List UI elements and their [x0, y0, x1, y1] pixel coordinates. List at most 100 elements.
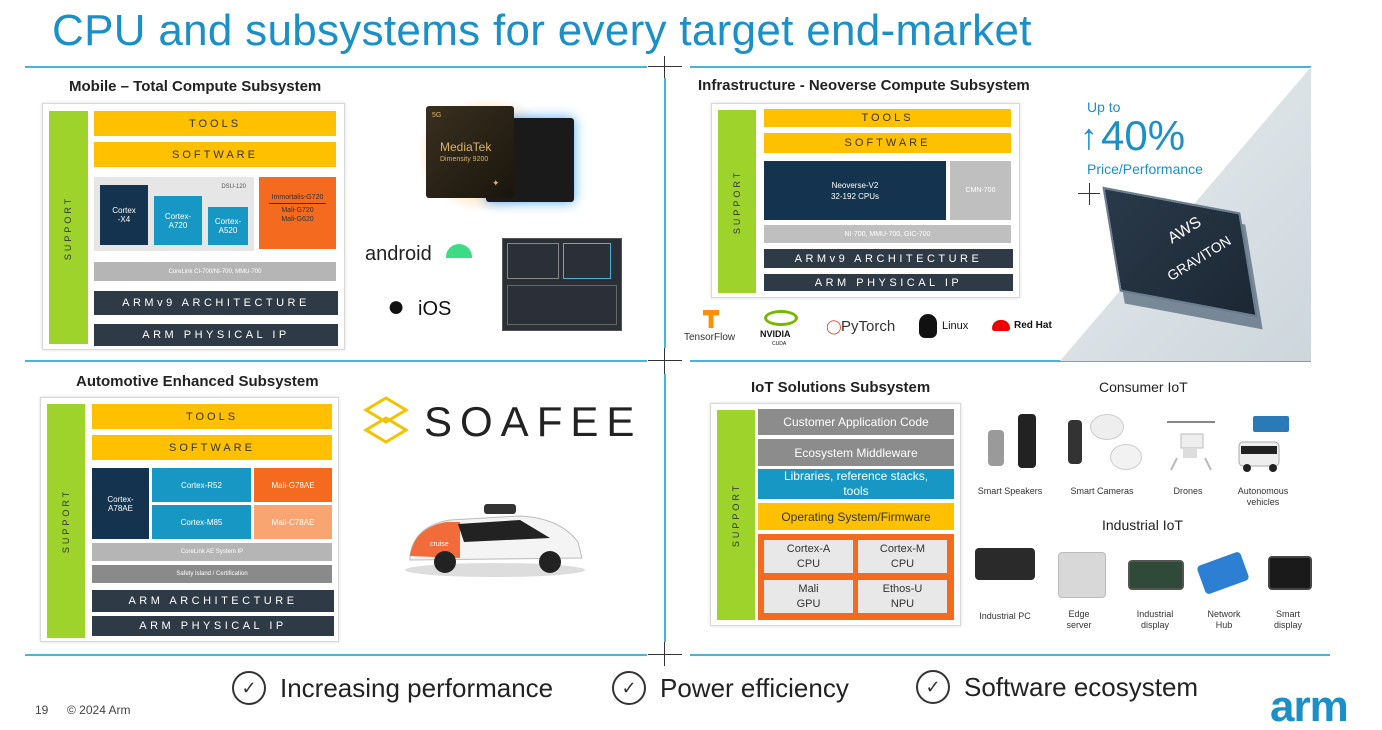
diagram-block	[507, 243, 559, 279]
up-arrow-icon: ↑	[1080, 116, 1098, 157]
divider-bottom-right	[690, 654, 1330, 656]
copyright: © 2024 Arm	[67, 703, 131, 717]
device-label: Smart display	[1273, 609, 1302, 630]
gpu-divider	[269, 203, 326, 204]
cortex-m85-block: Cortex-M85	[152, 505, 251, 539]
divider-mid-left	[25, 360, 647, 362]
software-bar: SOFTWARE	[92, 435, 332, 460]
chip-brand: MediaTek	[440, 140, 492, 154]
cortex-x4-block: Cortex -X4	[100, 185, 148, 245]
android-icon	[446, 244, 472, 258]
diagram-block	[563, 243, 611, 279]
libraries-bar: Libraries, reference stacks, tools	[758, 469, 954, 499]
cortex-a520-block: Cortex- A520	[208, 207, 248, 245]
autonomous-vehicle-image	[1235, 414, 1295, 474]
divider-mid-right	[690, 360, 1311, 362]
linux-tux-icon	[919, 314, 937, 338]
cortex-m-block: Cortex-M CPU	[858, 540, 947, 573]
soafee-icon	[362, 396, 410, 444]
percent-value: 40%	[1101, 112, 1186, 159]
smart-speaker-image	[988, 430, 1004, 466]
infra-section-title: Infrastructure - Neoverse Compute Subsys…	[698, 77, 1030, 94]
nvidia-logo: NVIDIA	[760, 329, 791, 339]
mediatek-chip: 5G MediaTek Dimensity 9200 ✦	[426, 106, 514, 198]
mediatek-logo-icon: ✦	[492, 178, 500, 188]
industrial-iot-title: Industrial IoT	[1102, 517, 1183, 533]
software-bar: SOFTWARE	[94, 142, 336, 167]
device-label: Network Hub	[1207, 609, 1241, 630]
nvidia-icon	[764, 310, 798, 326]
immortalis-label: Immortalis-G720	[271, 194, 324, 201]
check-circle-icon: ✓	[916, 670, 950, 704]
support-bar: SUPPORT	[47, 404, 85, 638]
cpu-cluster: DSU-120 Cortex -X4 Cortex- A720 Cortex- …	[94, 177, 254, 251]
device-label: Smart Speakers	[977, 486, 1043, 496]
gpu-block: Immortalis-G720 Mali-G720 Mali-G620	[259, 177, 336, 249]
divider-bottom-left	[25, 654, 647, 656]
cuda-logo: CUDA	[772, 341, 787, 347]
support-bar: SUPPORT	[718, 110, 756, 293]
mobile-stack: SUPPORT TOOLS SOFTWARE DSU-120 Cortex -X…	[42, 103, 345, 350]
ios-logo: iOS	[418, 298, 452, 320]
crosshair-mark	[648, 360, 682, 361]
middleware-bar: Ecosystem Middleware	[758, 439, 954, 466]
redhat-logo: Red Hat	[1014, 320, 1052, 331]
support-bar: SUPPORT	[49, 111, 88, 344]
soc-diagram-thumbnail	[502, 238, 622, 331]
mobile-section-title: Mobile – Total Compute Subsystem	[69, 78, 322, 95]
apple-icon: ●	[387, 290, 406, 323]
corelink-bar: CoreLink AE System IP	[92, 543, 332, 561]
tools-bar: TOOLS	[764, 109, 1011, 127]
os-bar: Operating System/Firmware	[758, 503, 954, 530]
architecture-bar: ARMv9 ARCHITECTURE	[94, 291, 338, 315]
redhat-icon	[992, 320, 1010, 331]
cortex-a78ae-block: Cortex- A78AE	[92, 468, 149, 539]
edge-server-image	[1058, 552, 1106, 598]
cruise-brand: cruise	[430, 541, 449, 548]
crosshair-mark	[648, 66, 682, 67]
up-to-label: Up to	[1087, 99, 1121, 115]
architecture-bar: ARM ARCHITECTURE	[92, 590, 334, 612]
crosshair-mark	[664, 348, 665, 374]
drone-image	[1163, 414, 1219, 472]
crosshair-mark	[664, 56, 665, 78]
crosshair-mark	[664, 642, 665, 666]
auto-stack: SUPPORT TOOLS SOFTWARE Cortex- A78AE Cor…	[40, 397, 339, 642]
smart-camera-image	[1110, 444, 1142, 470]
mali-gpu-block: Mali GPU	[764, 580, 853, 613]
dsu-label: DSU-120	[221, 184, 246, 190]
linux-logo: Linux	[942, 320, 969, 332]
industrial-display-image	[1128, 560, 1184, 590]
iot-stack: SUPPORT Customer Application Code Ecosys…	[710, 403, 961, 626]
device-label: Industrial PC	[979, 611, 1031, 621]
interconnect-bar: NI-700, MMU-700, GIC-700	[764, 225, 1011, 243]
physical-ip-bar: ARM PHYSICAL IP	[94, 324, 338, 346]
crosshair-mark	[648, 654, 682, 655]
android-logo: android	[365, 243, 432, 265]
cortex-a-block: Cortex-A CPU	[764, 540, 853, 573]
benefit-software: Software ecosystem	[964, 672, 1199, 702]
industrial-pc-image	[975, 548, 1035, 580]
check-circle-icon: ✓	[232, 671, 266, 705]
chip-badge: 5G	[432, 112, 442, 119]
chip-model: Dimensity 9200	[440, 156, 489, 163]
cortex-r52-block: Cortex-R52	[152, 468, 251, 502]
mali-g78ae-block: Mali-G78AE	[254, 468, 332, 502]
mali-c78ae-block: Mali-C78AE	[254, 505, 332, 539]
check-circle-icon: ✓	[612, 671, 646, 705]
iot-ip-block: Cortex-A CPU Cortex-M CPU Mali GPU Ethos…	[758, 534, 954, 620]
infra-stack: SUPPORT TOOLS SOFTWARE Neoverse-V2 32-19…	[711, 103, 1020, 298]
mali-label: Mali-G720 Mali-G620	[281, 207, 314, 223]
auto-section-title: Automotive Enhanced Subsystem	[76, 373, 319, 390]
benefit-power: Power efficiency	[660, 673, 849, 703]
tools-bar: TOOLS	[94, 111, 336, 136]
safety-island-bar: Safety Island / Certification	[92, 565, 332, 583]
smart-display-image	[1268, 556, 1312, 590]
device-label: Industrial display	[1136, 609, 1174, 630]
network-hub-image	[1196, 551, 1250, 595]
device-label: Autonomous vehicles	[1237, 486, 1289, 507]
device-label: Drones	[1173, 486, 1203, 496]
smart-speaker-image	[1018, 414, 1036, 468]
benefit-performance: Increasing performance	[280, 673, 554, 703]
divider-top-left	[25, 66, 647, 68]
